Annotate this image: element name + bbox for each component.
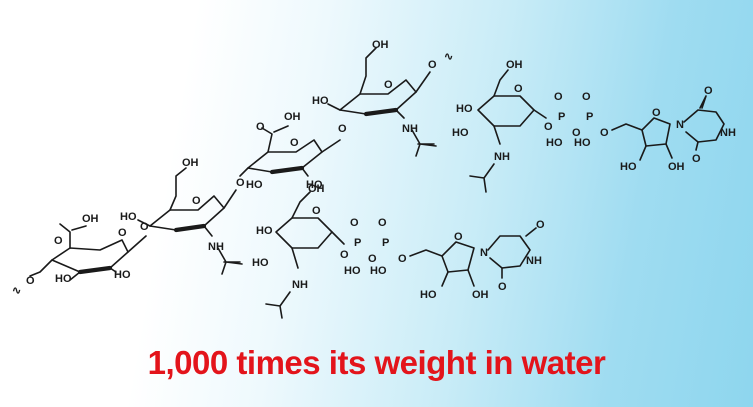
- label-O: O: [290, 137, 299, 149]
- label-O: O: [398, 253, 407, 265]
- label-O: O: [498, 281, 507, 293]
- glcnac-ring-2: OH O HO NH O: [120, 157, 245, 275]
- label-HO: HO: [55, 273, 72, 285]
- glucuronic-acid-ring-1: O OH HO HO O O ∿ O: [12, 213, 149, 297]
- label-NH: NH: [720, 127, 736, 139]
- glcnac-ring-4: OH O HO NH O ∿: [312, 39, 453, 157]
- label-N: N: [480, 247, 488, 259]
- label-HO: HO: [114, 269, 131, 281]
- label-HO: HO: [456, 103, 473, 115]
- label-NH: NH: [402, 123, 418, 135]
- label-O: O: [378, 217, 387, 229]
- label-O: O: [340, 249, 349, 261]
- label-O: O: [554, 91, 563, 103]
- label-O: O: [140, 221, 149, 233]
- glucuronic-acid-ring-3: O OH O HO HO O: [239, 111, 347, 191]
- label-HO: HO: [370, 265, 387, 277]
- udp-glcnac-lower: OH O HO HO NH O P O HO O P O HO O O HO O…: [252, 183, 545, 319]
- label-OH: OH: [182, 157, 199, 169]
- hyaluronan-chain: O OH HO HO O O ∿ O OH O HO: [12, 39, 453, 297]
- label-O: O: [514, 83, 523, 95]
- label-OH: OH: [506, 59, 523, 71]
- label-O: O: [536, 219, 545, 231]
- label-P: P: [354, 237, 361, 249]
- label-O: O: [692, 153, 701, 165]
- wavy-end-icon: ∿: [12, 285, 21, 297]
- caption-text: 1,000 times its weight in water: [147, 344, 606, 381]
- label-HO: HO: [256, 225, 273, 237]
- label-O: O: [236, 177, 245, 189]
- label-HO: HO: [620, 161, 637, 173]
- label-P: P: [586, 111, 593, 123]
- label-HO: HO: [420, 289, 437, 301]
- label-O: O: [582, 91, 591, 103]
- wavy-end-icon: ∿: [444, 51, 453, 63]
- label-O: O: [572, 127, 581, 139]
- label-O: O: [26, 275, 35, 287]
- label-OH: OH: [308, 183, 325, 195]
- label-OH: OH: [82, 213, 99, 225]
- label-OH: OH: [372, 39, 389, 51]
- label-O: O: [256, 121, 265, 133]
- label-O: O: [368, 253, 377, 265]
- label-O: O: [118, 227, 127, 239]
- label-HO: HO: [344, 265, 361, 277]
- label-N: N: [676, 119, 684, 131]
- label-NH: NH: [494, 151, 510, 163]
- label-O: O: [338, 123, 347, 135]
- label-OH: OH: [472, 289, 489, 301]
- label-HO: HO: [246, 179, 263, 191]
- label-HO: HO: [120, 211, 137, 223]
- label-O: O: [192, 195, 201, 207]
- label-HO: HO: [452, 127, 469, 139]
- label-P: P: [558, 111, 565, 123]
- label-P: P: [382, 237, 389, 249]
- udp-glcnac-upper: OH O HO HO NH O P O HO O P O HO O O HO O…: [452, 59, 736, 193]
- label-O: O: [544, 121, 553, 133]
- label-O: O: [384, 79, 393, 91]
- label-O: O: [454, 231, 463, 243]
- label-OH: OH: [284, 111, 301, 123]
- label-O: O: [600, 127, 609, 139]
- label-O: O: [312, 205, 321, 217]
- label-O: O: [54, 235, 63, 247]
- label-OH: OH: [668, 161, 685, 173]
- label-O: O: [652, 107, 661, 119]
- label-O: O: [350, 217, 359, 229]
- label-HO: HO: [312, 95, 329, 107]
- label-O: O: [428, 59, 437, 71]
- label-O: O: [704, 85, 713, 97]
- label-HO: HO: [306, 179, 323, 191]
- label-HO: HO: [252, 257, 269, 269]
- label-HO: HO: [546, 137, 563, 149]
- label-HO: HO: [574, 137, 591, 149]
- label-NH: NH: [292, 279, 308, 291]
- label-NH: NH: [526, 255, 542, 267]
- label-NH: NH: [208, 241, 224, 253]
